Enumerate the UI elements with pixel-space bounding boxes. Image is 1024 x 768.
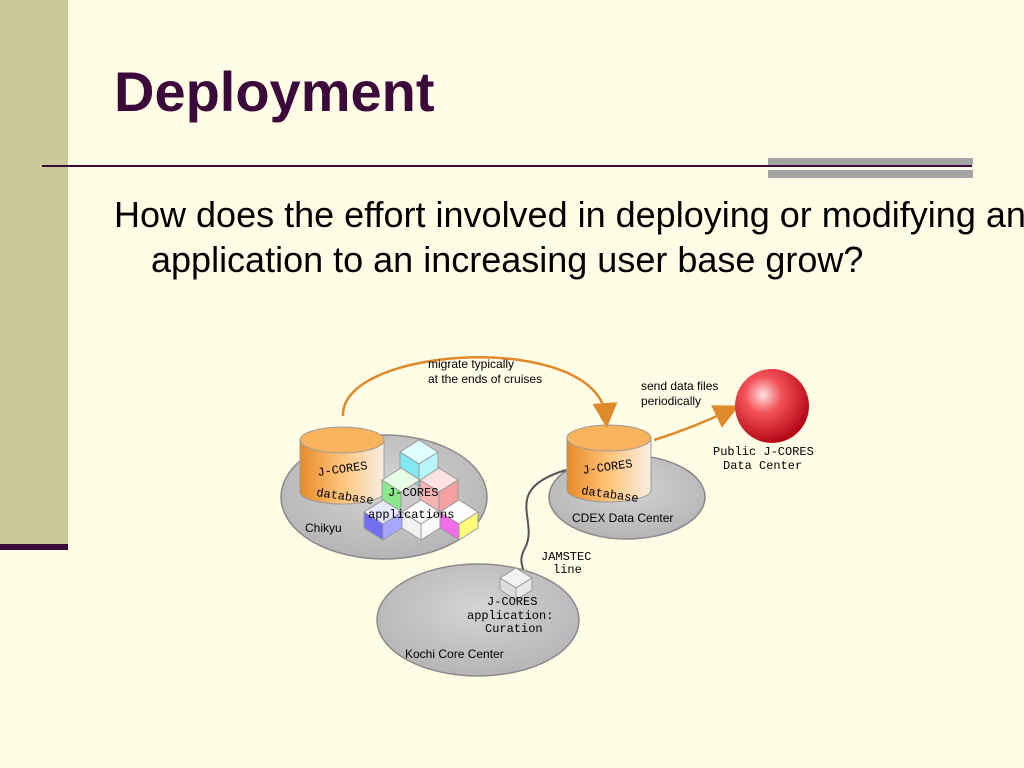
slide-title: Deployment bbox=[114, 60, 435, 123]
send-data-arrow: send data files periodically bbox=[641, 379, 740, 442]
migrate-label-2: at the ends of cruises bbox=[428, 372, 542, 386]
left-band-underline bbox=[0, 544, 68, 550]
title-divider bbox=[42, 165, 972, 167]
kochi-node: Kochi Core Center J-CORES application: C… bbox=[376, 563, 580, 677]
chikyu-apps-label-2: applications bbox=[368, 508, 454, 522]
slide-body-text: How does the effort involved in deployin… bbox=[114, 194, 1024, 280]
chikyu-applications-icon: J-CORES applications bbox=[363, 439, 479, 541]
jamstec-label-1: JAMSTEC bbox=[541, 550, 591, 564]
jamstec-label-2: line bbox=[553, 563, 582, 577]
public-label-1: Public J-CORES bbox=[713, 445, 814, 459]
migrate-arrow: migrate typically at the ends of cruises bbox=[341, 356, 618, 428]
public-label-2: Data Center bbox=[723, 459, 802, 473]
cdex-label: CDEX Data Center bbox=[572, 511, 673, 525]
kochi-label: Kochi Core Center bbox=[405, 647, 504, 661]
public-data-center-sphere-icon bbox=[735, 369, 809, 443]
public-data-center: Public J-CORES Data Center bbox=[713, 369, 814, 473]
chikyu-db-label-1: J-CORES bbox=[317, 459, 369, 480]
chikyu-database-icon: J-CORES database bbox=[299, 426, 385, 508]
kochi-app-label-1: J-CORES bbox=[487, 595, 537, 609]
kochi-app-label-3: Curation bbox=[485, 622, 543, 636]
cdex-db-label-1: J-CORES bbox=[582, 457, 634, 478]
migrate-label-1: migrate typically bbox=[428, 357, 514, 371]
send-label-1: send data files bbox=[641, 379, 718, 393]
chikyu-label: Chikyu bbox=[305, 521, 342, 535]
title-divider-accent-bottom bbox=[768, 170, 973, 178]
title-divider-accent-top bbox=[768, 158, 973, 165]
cdex-database-icon: J-CORES database bbox=[566, 424, 652, 506]
chikyu-apps-label-1: J-CORES bbox=[388, 486, 438, 500]
send-label-2: periodically bbox=[641, 394, 701, 408]
left-decorative-band bbox=[0, 0, 68, 545]
kochi-app-label-2: application: bbox=[467, 609, 553, 623]
